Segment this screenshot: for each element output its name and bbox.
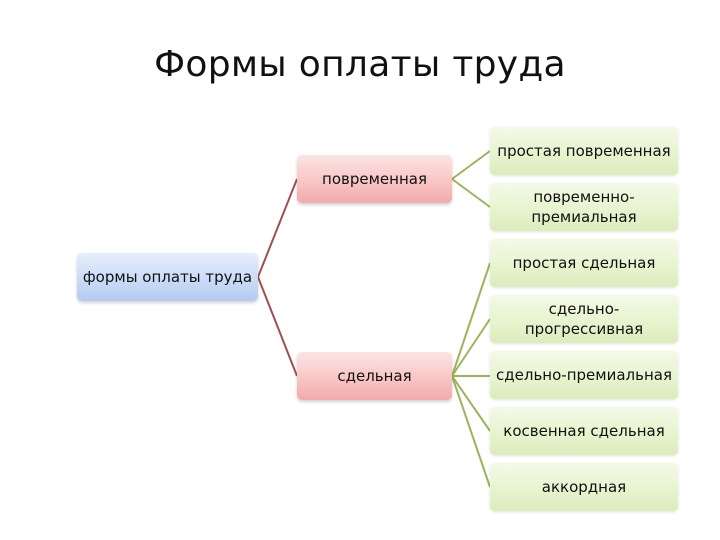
node-label: простая сдельная: [512, 254, 656, 272]
node-label: повременно-премиальная: [531, 188, 637, 226]
node-label: простая повременная: [497, 142, 671, 160]
node-label: аккордная: [541, 478, 627, 496]
node-indirect-piece-rate: косвенная сдельная: [490, 407, 678, 455]
node-time-based: повременная: [297, 155, 452, 203]
node-simple-piece-rate: простая сдельная: [490, 239, 678, 287]
node-piece-progressive: сдельно-прогрессивная: [490, 295, 678, 343]
node-simple-time-based: простая повременная: [490, 127, 678, 175]
node-lump-sum: аккордная: [490, 463, 678, 511]
node-root-forms-of-pay: формы оплаты труда: [77, 253, 258, 301]
node-label: повременная: [322, 170, 427, 188]
node-label: сдельно-прогрессивная: [524, 300, 644, 338]
node-piece-rate: сдельная: [297, 352, 452, 400]
node-time-bonus: повременно-премиальная: [490, 183, 678, 231]
node-piece-bonus: сдельно-премиальная: [490, 351, 678, 399]
node-label: сдельная: [337, 367, 412, 385]
node-label: косвенная сдельная: [503, 422, 665, 440]
slide-title: Формы оплаты труда: [154, 44, 566, 85]
node-label: сдельно-премиальная: [496, 366, 672, 384]
node-label: формы оплаты труда: [82, 268, 253, 286]
